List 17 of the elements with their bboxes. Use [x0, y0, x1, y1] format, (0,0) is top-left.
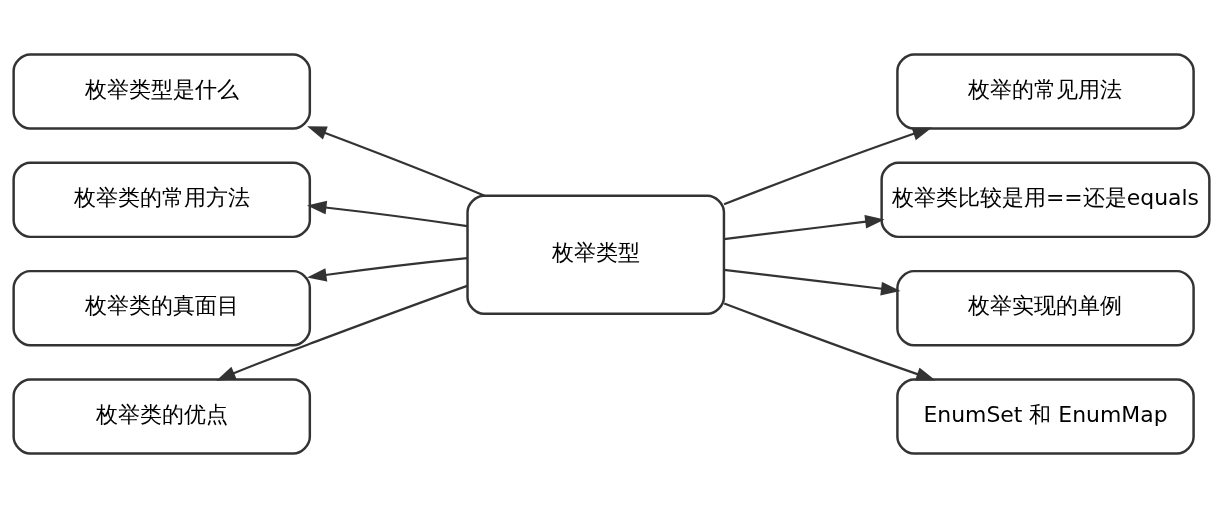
node-box: 枚举类的优点 — [12, 378, 312, 455]
node-box: 枚举类型是什么 — [12, 53, 312, 130]
arrow — [723, 127, 933, 206]
node-box: EnumSet 和 EnumMap — [896, 378, 1195, 455]
node-box: 枚举类型 — [466, 194, 726, 315]
arrow — [216, 284, 468, 381]
node-box: 枚举实现的单例 — [896, 269, 1195, 347]
arrow — [307, 126, 486, 197]
arrow — [307, 200, 468, 228]
node-box: 枚举的常见用法 — [896, 53, 1195, 130]
node-box: 枚举类比较是用==还是equals — [880, 161, 1211, 239]
node-box: 枚举类的真面目 — [12, 269, 312, 347]
arrow — [307, 257, 468, 282]
arrow — [723, 215, 885, 241]
arrow — [723, 302, 936, 381]
arrow — [723, 268, 901, 296]
node-box: 枚举类的常用方法 — [12, 161, 312, 239]
